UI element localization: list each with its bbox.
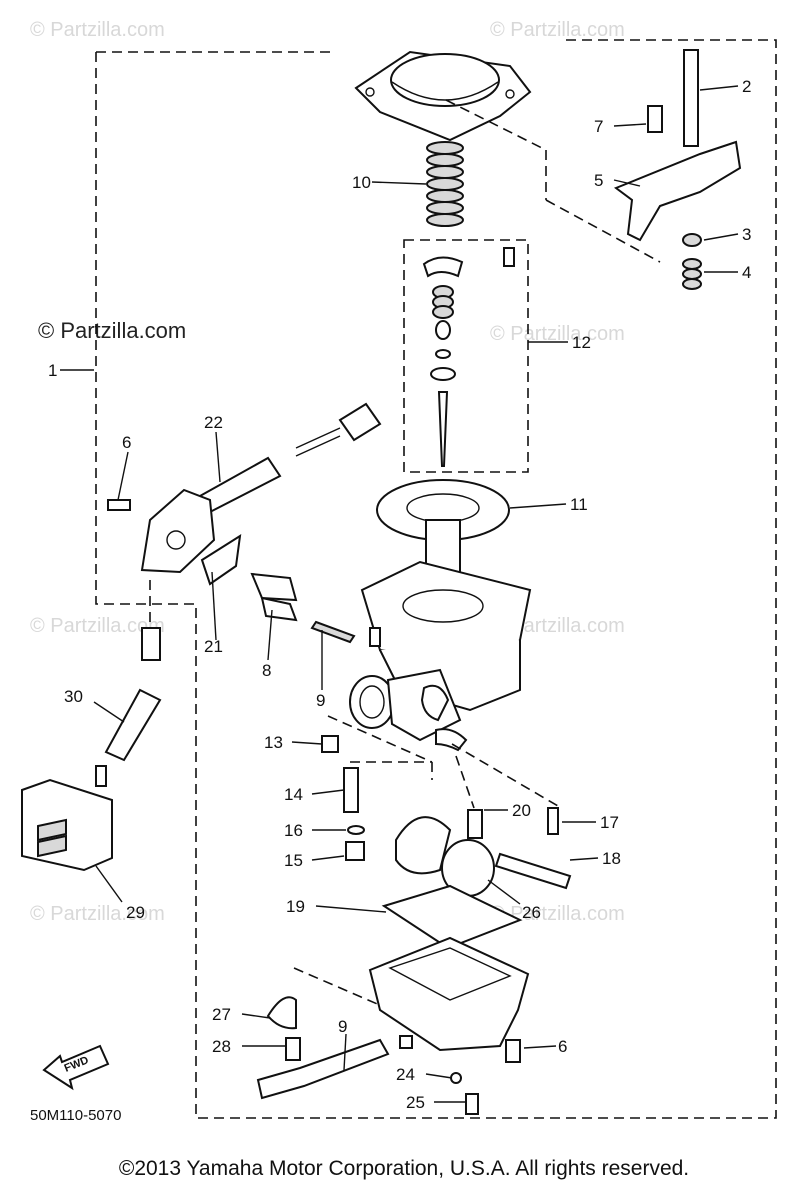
float-bowl — [368, 936, 530, 1052]
needle-assembly-box — [403, 239, 529, 473]
callout-30: 30 — [64, 687, 83, 706]
callout-15: 14 — [284, 785, 303, 804]
callout-6-left: 6 — [122, 433, 131, 452]
vent-hose-30 — [104, 627, 162, 762]
watermark-group: © Partzilla.com © Partzilla.com © Partzi… — [30, 19, 625, 925]
carburetor-top-cover — [354, 50, 532, 142]
callout-6-bottom: 6 — [558, 1037, 567, 1056]
callout-17: 16 — [284, 821, 303, 840]
callout-22: 21 — [204, 637, 223, 656]
callout-19: 18 — [602, 849, 621, 868]
watermark: © Partzilla.com — [490, 903, 625, 925]
callout-3: 3 — [742, 225, 751, 244]
drain-screw-25 — [465, 1093, 479, 1115]
screw-6-bottom — [505, 1039, 521, 1063]
starter-plunger-23 — [107, 402, 382, 586]
leader-lines — [60, 85, 739, 1103]
callout-12: 11 — [570, 495, 588, 514]
pilot-screw-set — [250, 572, 356, 644]
callout-4: 4 — [742, 263, 751, 282]
carburetor-body — [349, 560, 532, 752]
callout-7: 7 — [594, 117, 603, 136]
watermark: © Partzilla.com — [30, 903, 165, 925]
callout-10: 9 — [338, 1017, 347, 1036]
callout-25: 25 — [406, 1093, 425, 1112]
callout-labels: 2 3 4 5 7 10 12 11 1 22 6 21 8 9 30 29 1… — [48, 77, 751, 1112]
callout-1: 1 — [48, 361, 57, 380]
watermark: © Partzilla.com — [30, 19, 165, 41]
callout-23: 22 — [204, 413, 223, 432]
o-ring-24 — [450, 1072, 462, 1084]
diagram-code: 50M110-5070 — [30, 1107, 121, 1124]
spring-11 — [426, 141, 464, 227]
callout-13: 12 — [572, 333, 591, 352]
callout-24: 24 — [396, 1065, 415, 1084]
jet-parts — [321, 735, 572, 890]
callout-16: 15 — [284, 851, 303, 870]
throttle-stop-parts — [613, 49, 742, 290]
callout-27: 27 — [212, 1005, 231, 1024]
callout-21: 20 — [512, 801, 531, 820]
assembly-boundary — [95, 39, 777, 1119]
float-26 — [395, 816, 495, 897]
callout-20: 19 — [286, 897, 305, 916]
copyright-footer: ©2013 Yamaha Motor Corporation, U.S.A. A… — [118, 1157, 690, 1180]
callout-26: 26 — [522, 903, 541, 922]
callout-11: 10 — [352, 173, 371, 192]
callout-18: 17 — [600, 813, 619, 832]
callout-29: 29 — [126, 903, 145, 922]
callout-9: 9 — [316, 691, 325, 710]
forward-arrow-icon: FWD — [42, 1044, 110, 1091]
watermark: © Partzilla.com — [490, 323, 625, 345]
callout-14: 13 — [264, 733, 283, 752]
callout-2: 2 — [742, 77, 751, 96]
screw-28 — [285, 1037, 301, 1061]
callout-5: 5 — [594, 171, 603, 190]
charcoal-box-29 — [21, 765, 113, 872]
drain-hose-10 — [256, 1038, 390, 1100]
watermark: © Partzilla.com — [490, 19, 625, 41]
clamp-27 — [266, 996, 297, 1030]
watermark: © Partzilla.com — [30, 615, 165, 637]
callout-8: 8 — [262, 661, 271, 680]
float-chamber-gasket — [381, 884, 523, 950]
watermark-prominent: © Partzilla.com — [38, 318, 186, 343]
jet-needle-set — [422, 247, 515, 467]
callout-28: 28 — [212, 1037, 231, 1056]
